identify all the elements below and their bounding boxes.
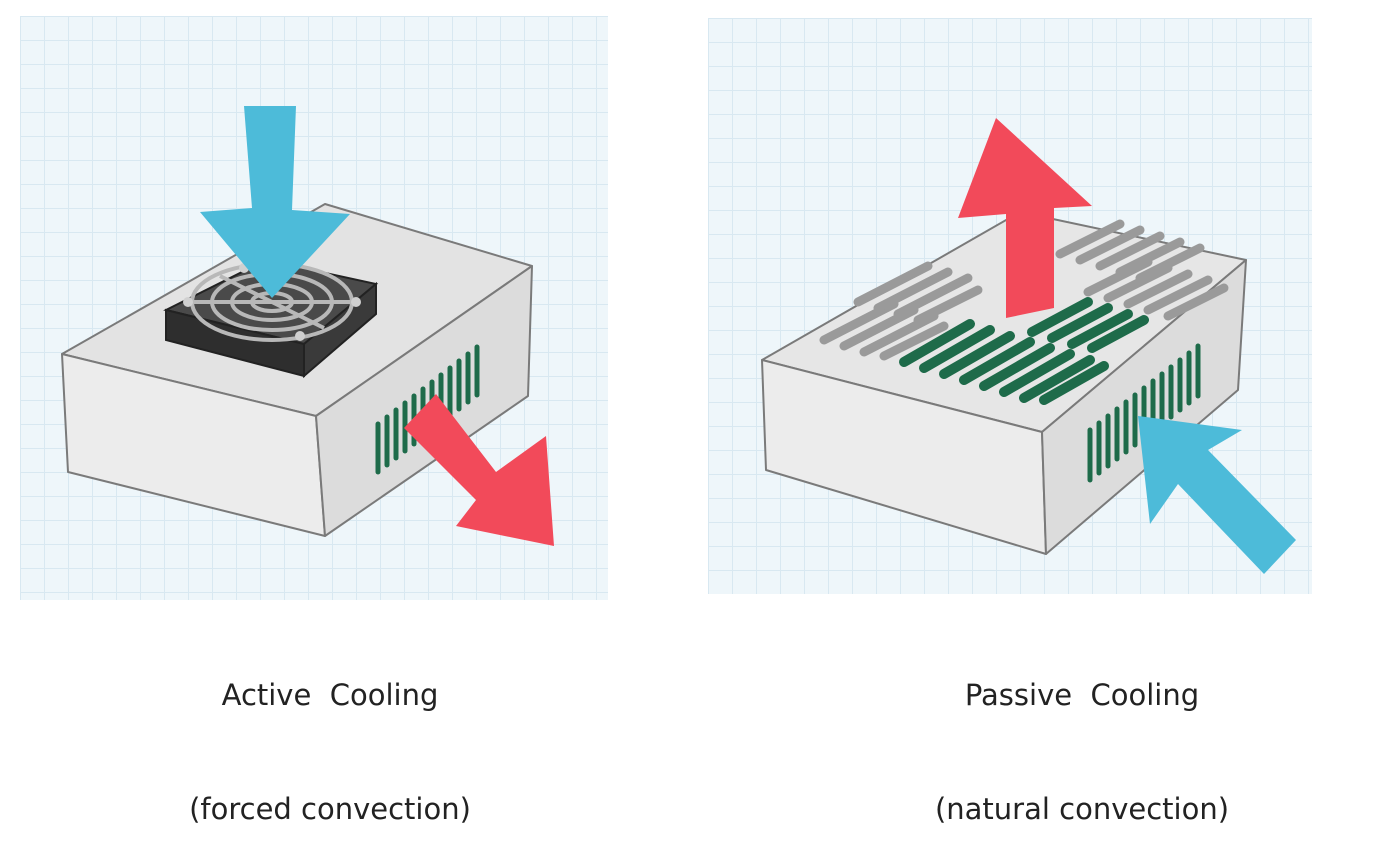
passive-cooling-caption: Passive Cooling (natural convection) (872, 600, 1292, 866)
top-vents-green (899, 297, 1149, 405)
exhaust-arrow-icon (958, 118, 1092, 318)
active-cooling-title: Active Cooling (221, 678, 439, 712)
active-cooling-caption: Active Cooling (forced convection) (120, 600, 540, 866)
active-cooling-subtitle: (forced convection) (189, 792, 471, 826)
passive-cooling-subtitle: (natural convection) (934, 792, 1230, 826)
intake-arrow-icon (200, 106, 350, 298)
passive-cooling-illustration (708, 18, 1312, 594)
top-vents-grey (819, 219, 1229, 361)
passive-cooling-title: Passive Cooling (964, 678, 1200, 712)
active-cooling-svg (61, 106, 554, 546)
exhaust-arrow-icon (404, 394, 554, 546)
fan-icon (163, 258, 379, 379)
active-cooling-illustration (20, 16, 608, 600)
passive-cooling-svg (761, 118, 1296, 574)
intake-arrow-icon (1138, 416, 1296, 574)
